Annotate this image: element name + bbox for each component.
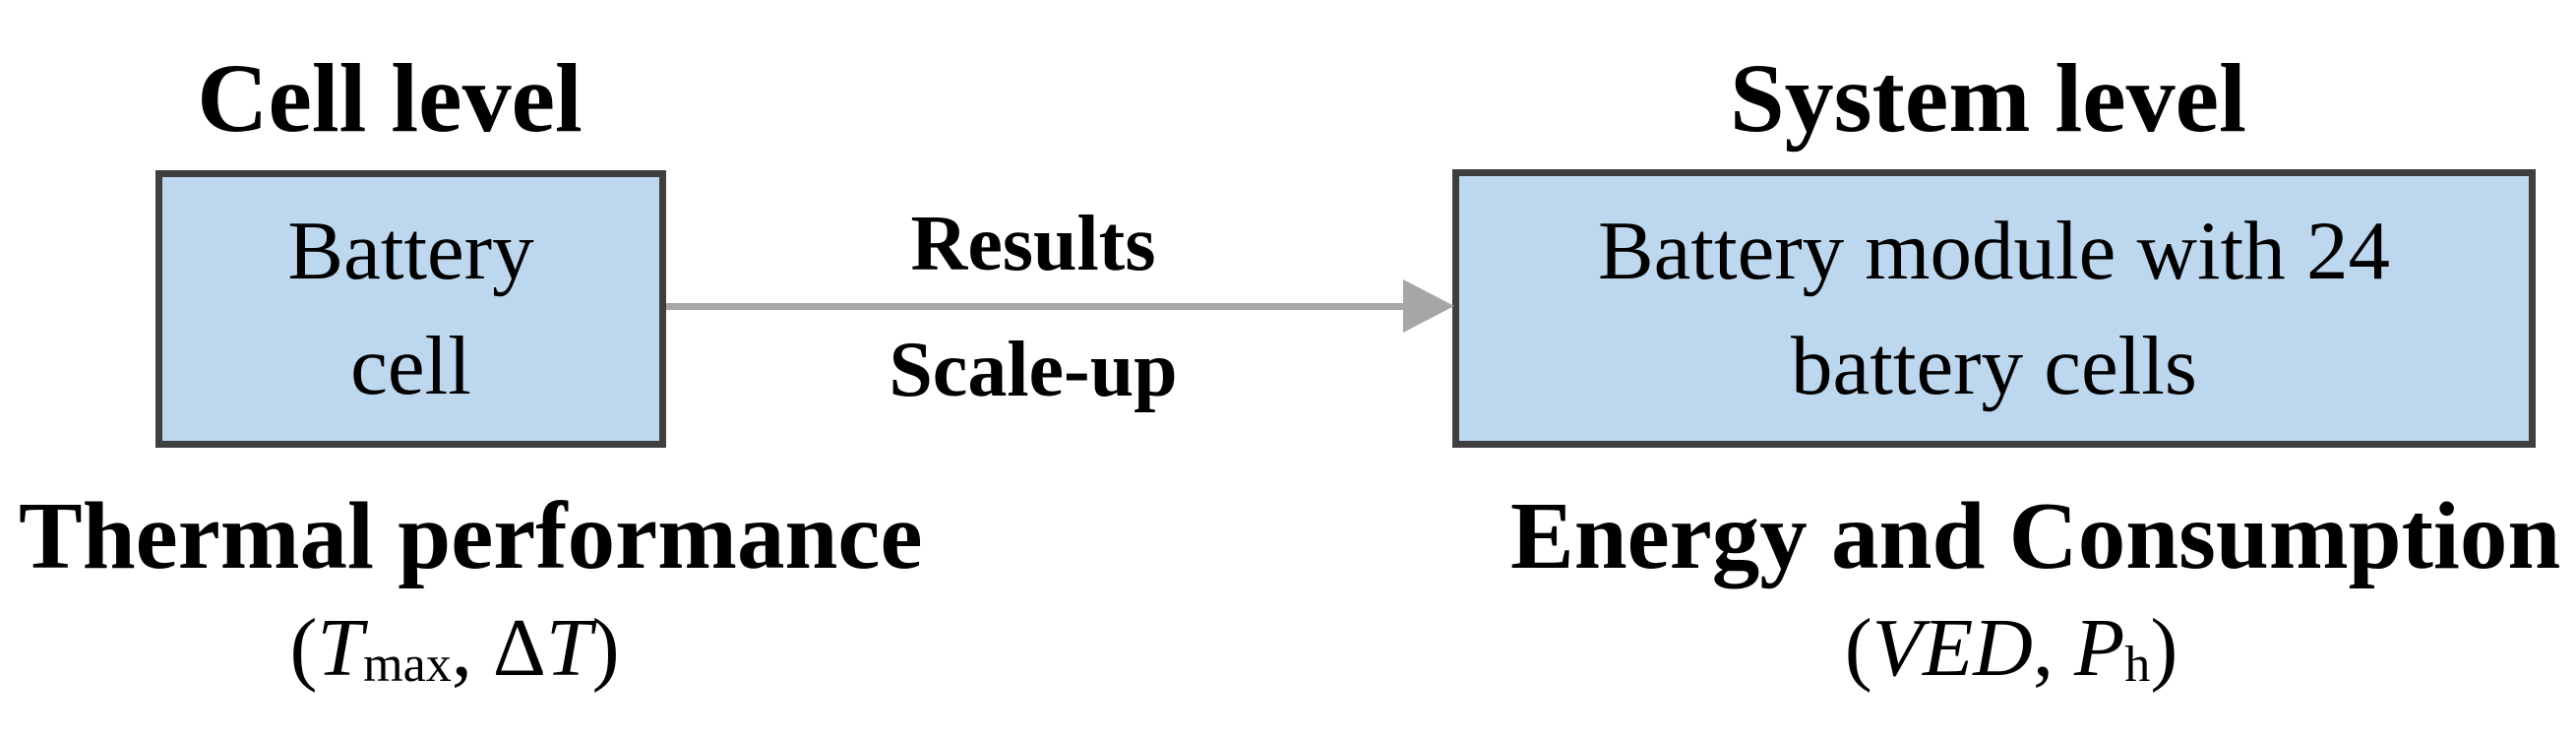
thermal-performance-equation: (Tmax, ΔT) <box>12 602 897 694</box>
battery-module-line-2: battery cells <box>1790 319 2197 412</box>
eq-open-paren: ( <box>289 602 318 694</box>
battery-module-box: Battery module with 24 battery cells <box>1452 169 2536 448</box>
arrow-label-results: Results <box>910 201 1156 287</box>
scale-up-arrow-head-icon <box>1403 279 1454 333</box>
battery-module-line-1: Battery module with 24 <box>1597 204 2390 297</box>
eq-var-p: P <box>2073 602 2125 694</box>
system-level-heading: System level <box>1730 43 2246 153</box>
eq-separator: , <box>451 602 493 694</box>
battery-module-box-label: Battery module with 24 battery cells <box>1598 194 2390 424</box>
scale-up-arrow-line <box>666 303 1405 310</box>
eq-var-tmax: T <box>317 602 364 694</box>
energy-consumption-title: Energy and Consumption <box>1510 483 2561 588</box>
eq-close-paren: ) <box>591 602 620 694</box>
battery-cell-box-label: Battery cell <box>287 194 533 424</box>
eq-open-paren: ( <box>1844 602 1872 694</box>
battery-cell-box: Battery cell <box>155 170 666 448</box>
battery-cell-line-1: Battery <box>287 205 534 297</box>
eq-sub-max: max <box>363 637 452 694</box>
eq-separator: , <box>2032 602 2074 694</box>
thermal-performance-title: Thermal performance <box>19 483 923 588</box>
arrow-label-scale-up: Scale-up <box>889 327 1178 413</box>
eq-sub-h: h <box>2124 637 2151 694</box>
energy-consumption-equation: (VED, Ph) <box>1519 602 2503 694</box>
eq-delta-symbol: Δ <box>492 602 546 694</box>
eq-var-t: T <box>545 602 592 694</box>
eq-close-paren: ) <box>2150 602 2178 694</box>
battery-cell-line-2: cell <box>350 320 471 412</box>
eq-var-ved: VED <box>1871 602 2033 694</box>
cell-level-heading: Cell level <box>197 43 583 153</box>
